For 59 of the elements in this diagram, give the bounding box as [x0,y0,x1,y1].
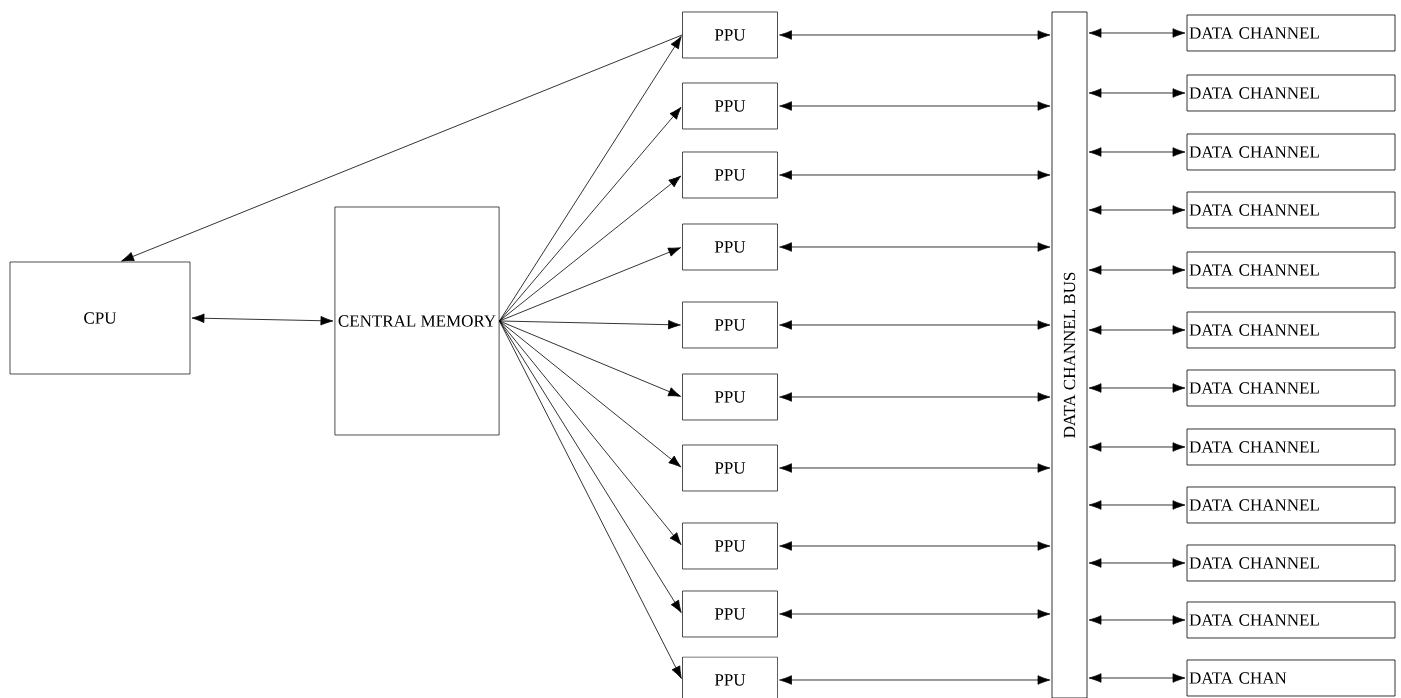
arrow [779,392,1051,402]
channel-box: DATA CHANNEL [1186,544,1396,582]
processor-box: PPU [682,444,778,492]
arrow [499,320,682,468]
processor-box: CPU [9,261,191,375]
arrow [779,320,1051,330]
arrow [779,30,1051,40]
arrow [499,320,681,330]
arrow [1088,205,1186,215]
arrow [779,609,1051,619]
channel-box: DATA CHANNEL [1186,428,1396,466]
arrow [779,463,1051,473]
channel-box: DATA CHANNEL [1186,14,1396,52]
processor-box: PPU [682,11,778,59]
arrow [1088,325,1186,335]
arrow [1088,673,1186,683]
arrow [499,320,682,679]
channel-box: DATA CHANNEL [1186,486,1396,524]
channel-box: DATA CHANNEL [1186,191,1396,229]
arrow [499,247,681,322]
arrow [499,320,681,397]
processor-box: PPU [682,656,778,698]
arrow [1088,147,1186,157]
channel-box: DATA CHANNEL [1186,369,1396,407]
arrow [499,320,682,546]
processor-box: PPU [682,223,778,271]
arrow [499,106,682,322]
bus-bar: DATA CHANNEL BUS [1051,11,1088,698]
arrow [779,541,1051,551]
arrow [1088,558,1186,568]
arrow [779,101,1051,111]
arrow [1088,442,1186,452]
arrow [1088,615,1186,625]
arrow [1088,500,1186,510]
arrow [499,320,682,613]
processor-box: PPU [682,522,778,570]
arrow [779,170,1051,180]
channel-box: DATA CHANNEL [1186,311,1396,349]
processor-box: PPU [682,82,778,130]
arrow [499,175,682,322]
arrow [499,36,682,322]
channel-box: DATA CHANNEL [1186,601,1396,639]
channel-box: DATA CHANNEL [1186,74,1396,112]
channel-box: DATA CHANNEL [1186,133,1396,171]
channel-box: DATA CHAN [1186,659,1396,697]
channel-box: DATA CHANNEL [1186,251,1396,289]
arrow [1088,265,1186,275]
arrow [1088,383,1186,393]
processor-box: PPU [682,373,778,421]
memory-box: CENTRAL MEMORY [334,206,500,436]
processor-box: PPU [682,590,778,638]
arrow [779,242,1051,252]
arrow [779,675,1051,685]
arrow [1088,88,1186,98]
processor-box: PPU [682,301,778,349]
arrow [1088,28,1186,38]
processor-box: PPU [682,151,778,199]
arrow [121,34,683,262]
arrow [191,313,334,326]
